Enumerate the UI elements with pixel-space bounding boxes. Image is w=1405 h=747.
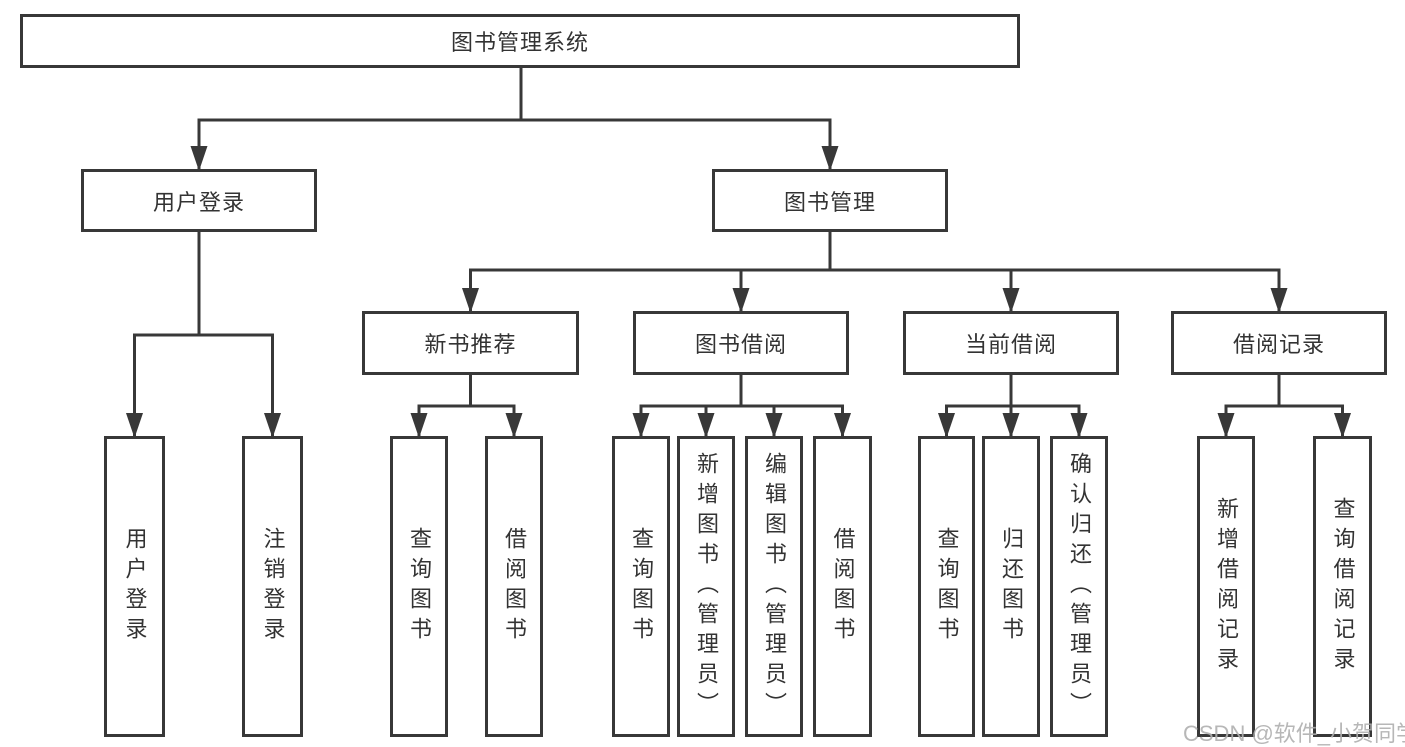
node-label: 借阅记录 bbox=[1232, 332, 1325, 357]
leaf-logout: 注销登录 bbox=[242, 436, 303, 737]
leaf-query-books-recommend: 查询图书 bbox=[390, 436, 448, 737]
leaf-label: 新增借阅记录 bbox=[1214, 496, 1239, 677]
leaf-query-books-borrow: 查询图书 bbox=[612, 436, 670, 737]
leaf-user-login: 用户登录 bbox=[104, 436, 165, 737]
leaf-label: 编辑图书（管理员） bbox=[762, 451, 787, 722]
node-current-borrow: 当前借阅 bbox=[903, 311, 1119, 375]
leaf-label: 查询图书 bbox=[934, 526, 960, 647]
leaf-label: 借阅图书 bbox=[502, 526, 527, 647]
node-label: 图书管理 bbox=[783, 189, 876, 215]
leaf-add-borrow-record: 新增借阅记录 bbox=[1197, 436, 1255, 737]
node-label: 用户登录 bbox=[152, 189, 245, 215]
node-label: 图书管理系统 bbox=[450, 30, 589, 55]
node-label: 图书借阅 bbox=[694, 332, 787, 357]
leaf-label: 新增图书（管理员） bbox=[694, 451, 719, 722]
node-label: 新书推荐 bbox=[424, 332, 517, 357]
leaf-confirm-return-admin: 确认归还（管理员） bbox=[1050, 436, 1108, 737]
leaf-query-books-current: 查询图书 bbox=[918, 436, 975, 737]
leaf-label: 查询图书 bbox=[407, 526, 432, 647]
leaf-borrow-books: 借阅图书 bbox=[813, 436, 872, 737]
leaf-return-books: 归还图书 bbox=[982, 436, 1040, 737]
node-library-system: 图书管理系统 bbox=[20, 14, 1020, 68]
node-book-management: 图书管理 bbox=[712, 169, 948, 232]
leaf-label: 借阅图书 bbox=[830, 526, 856, 647]
leaf-add-book-admin: 新增图书（管理员） bbox=[677, 436, 735, 737]
node-new-book-recommend: 新书推荐 bbox=[362, 311, 579, 375]
node-user-login: 用户登录 bbox=[81, 169, 317, 232]
node-book-borrow: 图书借阅 bbox=[633, 311, 849, 375]
leaf-label: 归还图书 bbox=[999, 526, 1024, 647]
leaf-label: 注销登录 bbox=[260, 526, 286, 647]
node-label: 当前借阅 bbox=[964, 332, 1057, 357]
leaf-label: 用户登录 bbox=[122, 526, 148, 647]
leaf-query-borrow-record: 查询借阅记录 bbox=[1313, 436, 1372, 737]
arrowhead-icons bbox=[126, 146, 1351, 438]
node-borrow-records: 借阅记录 bbox=[1171, 311, 1387, 375]
leaf-label: 查询图书 bbox=[629, 526, 654, 647]
leaf-edit-book-admin: 编辑图书（管理员） bbox=[745, 436, 803, 737]
leaf-borrow-books-recommend: 借阅图书 bbox=[485, 436, 543, 737]
leaf-label: 确认归还（管理员） bbox=[1067, 451, 1092, 722]
leaf-label: 查询借阅记录 bbox=[1330, 496, 1356, 677]
